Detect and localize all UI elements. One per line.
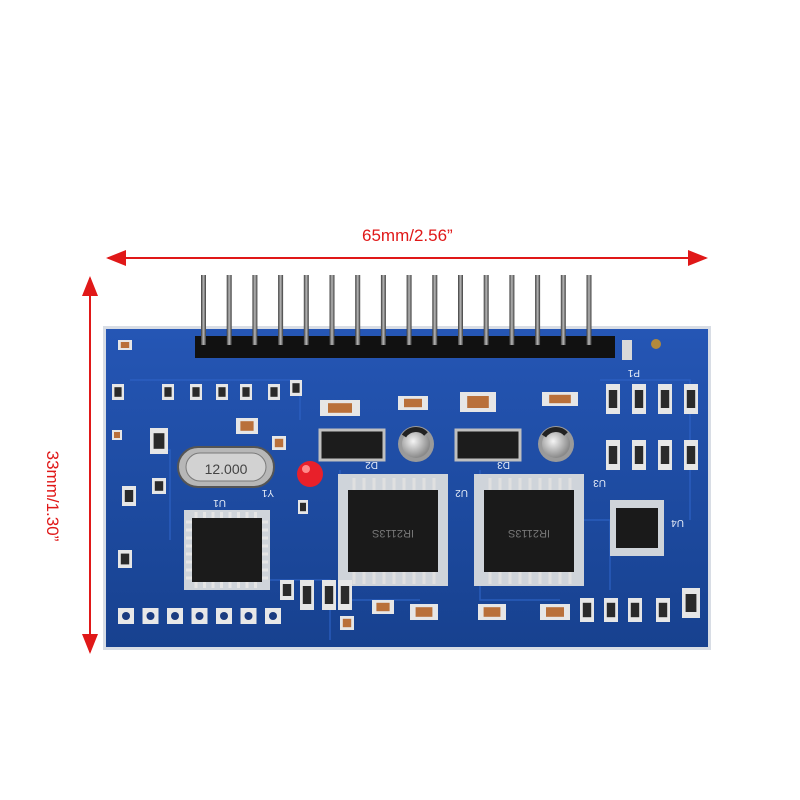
header-pin [329, 275, 335, 345]
smd-components [112, 340, 700, 630]
header-pin [458, 275, 463, 345]
header-pin [535, 275, 541, 345]
header-pin [252, 275, 258, 345]
label-u1: U1 [213, 497, 226, 508]
width-dimension-label: 65mm/2.56” [362, 226, 453, 245]
programming-header [118, 608, 281, 624]
crystal-label: 12.000 [205, 461, 248, 477]
header-pin [278, 275, 284, 345]
header-pin [406, 275, 412, 345]
microcontroller-chip [184, 510, 270, 590]
label-d2: D2 [365, 459, 378, 470]
header-pin [380, 275, 386, 345]
small-ic [610, 500, 664, 556]
gate-driver-ic-right: IR2113S [474, 474, 584, 586]
diode-d3 [454, 428, 522, 462]
header-pin [303, 275, 309, 345]
label-y1: Y1 [261, 487, 274, 498]
header-pin [226, 275, 232, 345]
height-dimension-label: 33mm/1.30” [43, 450, 62, 542]
pin-header [195, 336, 615, 358]
crystal-oscillator: 12.000 [177, 446, 275, 488]
label-u3: U3 [593, 477, 606, 488]
header-pin [432, 275, 438, 345]
header-pin [586, 275, 592, 345]
label-u4: U4 [671, 517, 684, 528]
led [297, 461, 323, 487]
header-pin [509, 275, 515, 345]
header-pin [201, 275, 206, 345]
label-d3: D3 [497, 459, 510, 470]
capacitor-left [398, 426, 434, 462]
label-p1: P1 [627, 367, 640, 378]
ic-label-right: IR2113S [508, 527, 550, 539]
header-pins [201, 275, 592, 345]
header-pin [560, 275, 566, 345]
label-u2: U2 [455, 487, 468, 498]
header-pin [483, 275, 489, 345]
diode-d2 [318, 428, 386, 462]
ic-label-left: IR2113S [372, 527, 414, 539]
header-pin [355, 275, 361, 345]
gate-driver-ic-left: IR2113S [338, 474, 448, 586]
capacitor-right [538, 426, 574, 462]
